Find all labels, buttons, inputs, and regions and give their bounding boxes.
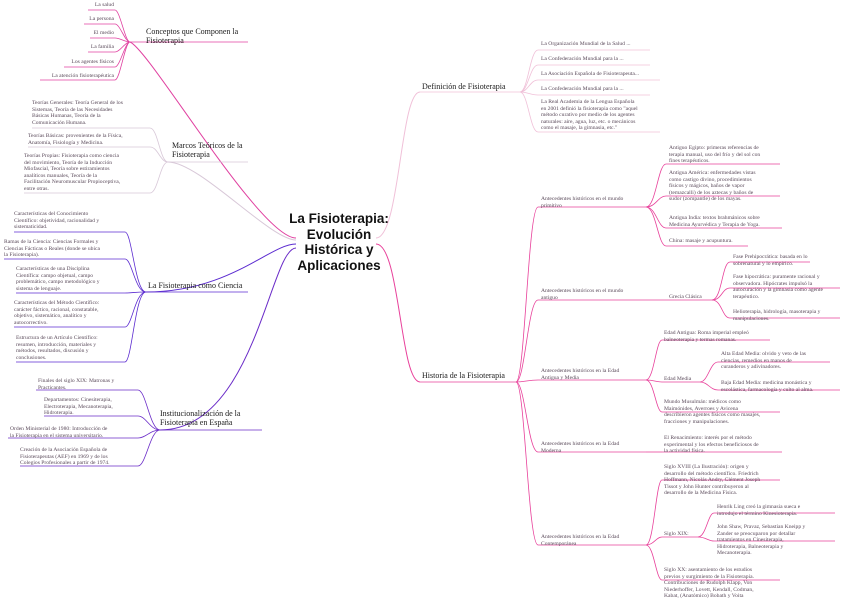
central-line: Histórica y (304, 242, 374, 257)
conceptos-item[interactable]: La salud (94, 2, 114, 8)
primitivo-item[interactable]: China: masaje y acupuntura. (669, 238, 733, 244)
central-line: Aplicaciones (297, 257, 381, 273)
central-line: La Fisioterapia: (289, 211, 389, 226)
link-central-institucional (159, 247, 297, 431)
branch-marcos[interactable]: Marcos Teóricos de la Fisioterapia (172, 141, 243, 159)
media-item-edad-media[interactable]: Edad Media (664, 376, 692, 382)
ciencia-item[interactable]: Ramas de la Ciencia: Ciencias Formales y… (4, 239, 100, 259)
branch-ciencia[interactable]: La Fisioterapia como Ciencia (148, 281, 243, 290)
branch-definicion[interactable]: Definición de Fisioterapia (422, 82, 506, 91)
conceptos-item[interactable]: La familia (90, 44, 114, 50)
conceptos-item[interactable]: La persona (89, 16, 114, 22)
definicion-item[interactable]: La Organización Mundial de la Salud ... (541, 41, 631, 47)
ciencia-item[interactable]: Características del Método Científico:ca… (14, 300, 100, 326)
conceptos-item[interactable]: El medio (93, 30, 114, 36)
central-line: Evolución (306, 226, 372, 242)
marcos-item[interactable]: Teorías Generales: Teoría General de los… (32, 100, 123, 126)
conceptos-item[interactable]: La atención fisioterapéutica (51, 73, 114, 79)
definicion-item[interactable]: La Asociación Española de Fisioterapeuta… (541, 71, 640, 77)
institucional-item[interactable]: Orden Ministerial de 1980: Introducción … (10, 426, 108, 439)
marcos-item[interactable]: Teorías Propias: Fisioterapia como cienc… (24, 153, 121, 192)
conceptos-item[interactable]: Los agentes físicos (71, 59, 114, 65)
branch-institucional[interactable]: Institucionalización de la Fisioterapia … (160, 409, 241, 427)
ciencia-item[interactable]: Estructura de un Artículo Científico:res… (16, 335, 98, 361)
definicion-item[interactable]: La Confederación Mundial para la ... (541, 56, 624, 62)
contemporanea-item-siglo-xix[interactable]: Siglo XIX: (664, 531, 689, 537)
definicion-item[interactable]: La Confederación Mundial para la ... (541, 86, 624, 92)
branch-historia[interactable]: Historia de la Fisioterapia (422, 371, 505, 380)
branch-conceptos[interactable]: Conceptos que Componen la Fisioterapia (146, 27, 239, 45)
grecia-clasica[interactable]: Grecia Clásica (669, 294, 702, 300)
link-central-conceptos (129, 41, 297, 239)
marcos-item[interactable]: Teorías Básicas: provenientes de la Físi… (28, 133, 123, 146)
central-topic[interactable]: La Fisioterapia: Evolución Histórica y A… (274, 211, 404, 273)
institucional-item[interactable]: Departamentos: Cinesiterapia,Electrotera… (44, 397, 113, 417)
